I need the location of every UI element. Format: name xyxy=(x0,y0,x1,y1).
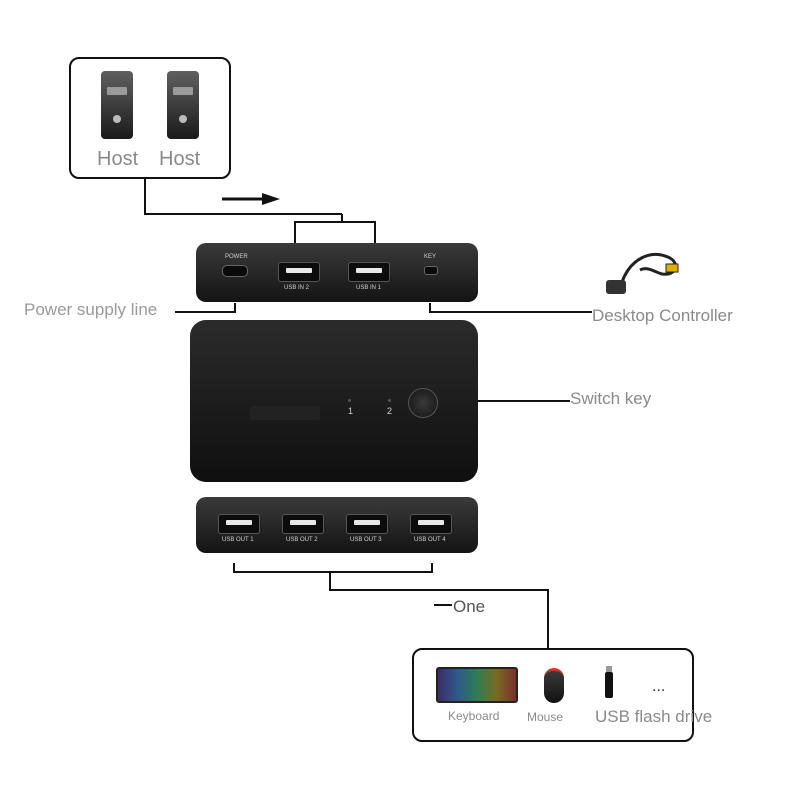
one-label: One xyxy=(453,597,486,616)
kvm-bottom-panel: USB OUT 1 USB OUT 2 USB OUT 3 USB OUT 4 xyxy=(196,497,478,553)
usb-in-1-port xyxy=(348,262,390,282)
switch-key-label: Switch key xyxy=(570,389,652,408)
direction-arrow xyxy=(222,193,280,205)
usb-in-2-label: USB IN 2 xyxy=(284,285,310,291)
kvm-logo-plate xyxy=(250,406,320,420)
host-power-icon xyxy=(179,115,187,123)
kvm-main-body: 1 2 xyxy=(190,320,478,482)
usb-out-3-label: USB OUT 3 xyxy=(350,537,382,543)
usb-in-1-label: USB IN 1 xyxy=(356,285,382,291)
keyboard-label: Keyboard xyxy=(448,709,500,723)
host-power-icon xyxy=(113,115,121,123)
led-2 xyxy=(388,399,391,402)
key-line xyxy=(429,303,592,313)
host-drive-icon xyxy=(107,87,127,95)
host-tower-2 xyxy=(167,71,199,139)
more-indicator: ... xyxy=(652,678,666,695)
power-supply-label: Power supply line xyxy=(24,300,158,319)
mouse-label: Mouse xyxy=(527,710,564,724)
host-drive-icon xyxy=(173,87,193,95)
mouse-icon xyxy=(544,668,564,703)
key-port-label: KEY xyxy=(424,254,437,260)
usb-out-1-port xyxy=(218,514,260,534)
usb-out-4-label: USB OUT 4 xyxy=(414,537,446,543)
usb-out-2-label: USB OUT 2 xyxy=(286,537,318,543)
out-to-peripherals-line xyxy=(329,572,549,648)
usb-in-2-port xyxy=(278,262,320,282)
hosts-box: Host Host xyxy=(69,57,231,179)
kvm-top-panel: POWER USB IN 2 USB IN 1 KEY xyxy=(196,243,478,302)
switch-key-button[interactable] xyxy=(408,388,438,418)
switch-number-2: 2 xyxy=(387,406,393,416)
host-label-1: Host xyxy=(97,148,139,170)
power-port-label: POWER xyxy=(225,254,248,260)
host-tower-1 xyxy=(101,71,133,139)
usb-out-1-label: USB OUT 1 xyxy=(222,537,254,543)
led-1 xyxy=(348,399,351,402)
host-label-2: Host xyxy=(159,148,201,170)
usb-out-2-port xyxy=(282,514,324,534)
keyboard-icon xyxy=(436,667,518,703)
host-to-switch-line xyxy=(144,176,342,215)
key-port xyxy=(424,266,438,275)
usb-out-3-port xyxy=(346,514,388,534)
usb-out-bracket xyxy=(233,563,433,573)
usb-in-bracket xyxy=(294,221,376,243)
power-port xyxy=(222,265,248,277)
usb-out-4-port xyxy=(410,514,452,534)
desktop-controller-icon xyxy=(606,252,679,294)
usb-flash-label: USB flash drive xyxy=(595,707,713,726)
power-line xyxy=(175,303,236,313)
desktop-controller-label: Desktop Controller xyxy=(592,306,733,325)
switch-number-1: 1 xyxy=(348,406,354,416)
peripherals-box: Keyboard Mouse USB flash drive ... xyxy=(412,648,712,742)
usb-flash-icon xyxy=(605,666,613,698)
